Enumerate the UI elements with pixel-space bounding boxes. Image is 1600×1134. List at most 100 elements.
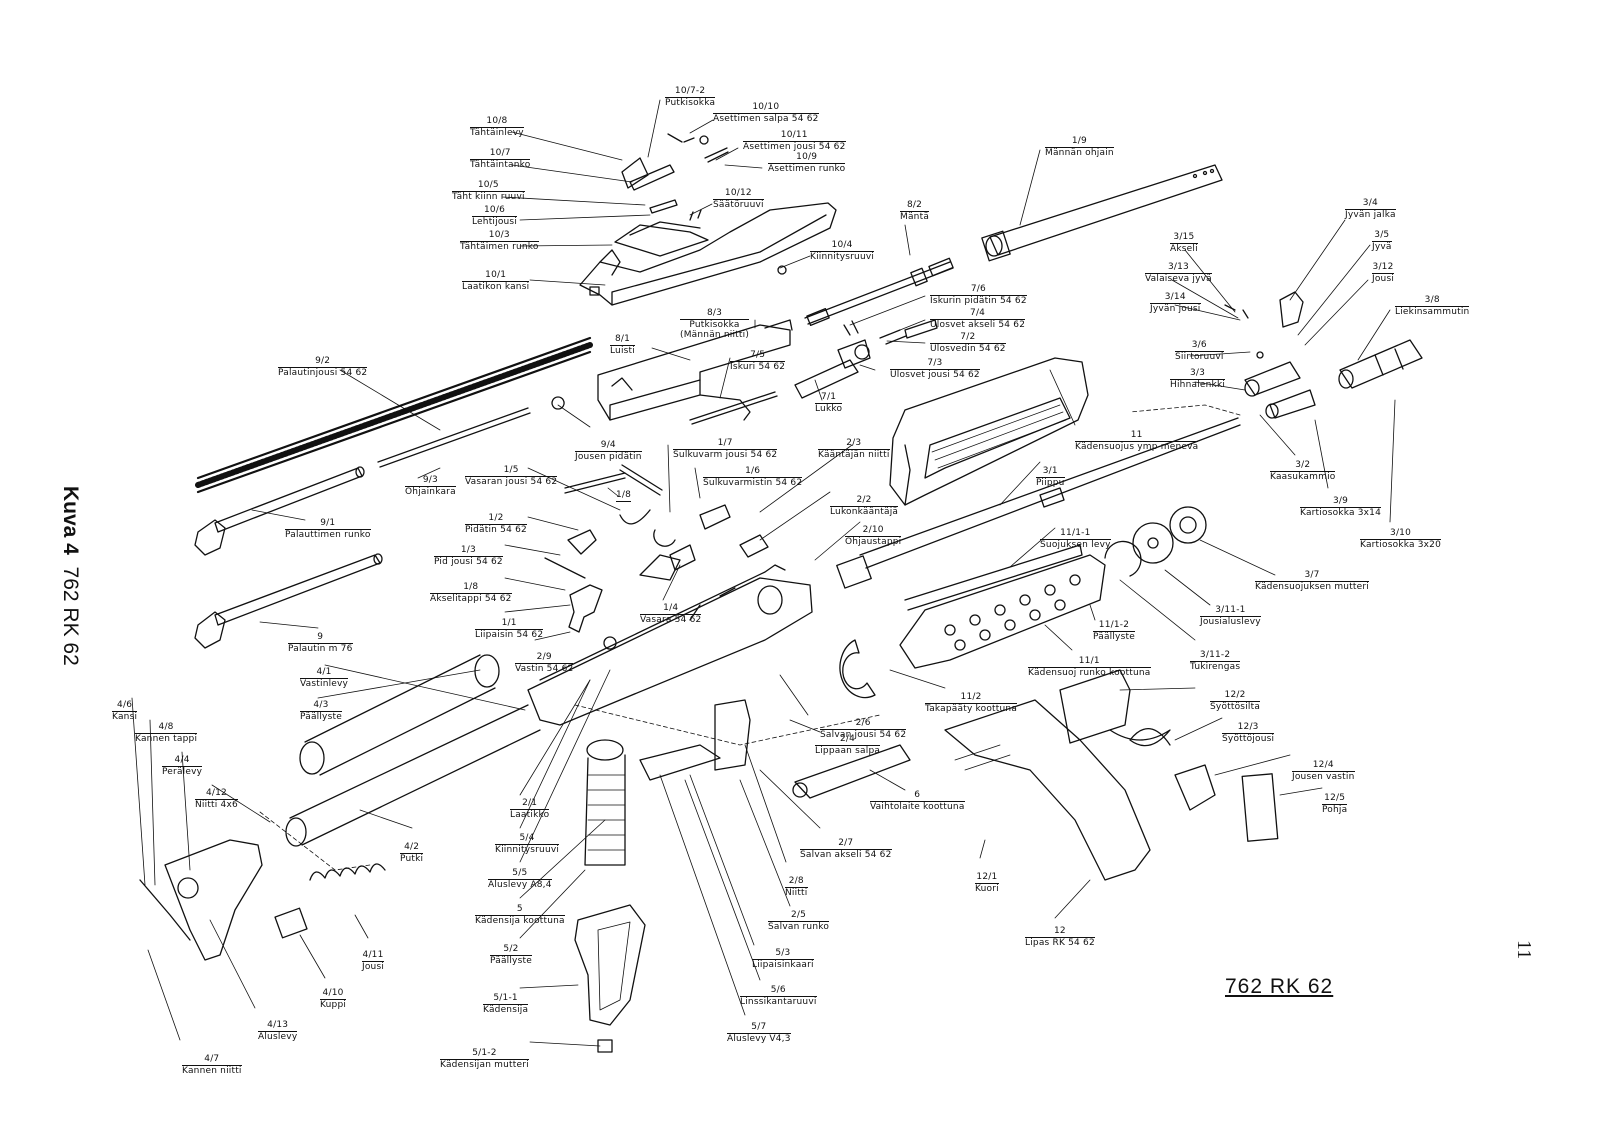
flash-suppressor-drawing <box>1338 339 1423 389</box>
recoil-assembly-m76-drawing <box>194 553 383 649</box>
page-number: 11 <box>1513 940 1535 960</box>
gas-block-drawing <box>1224 291 1316 419</box>
caption-model: 762 RK 62 <box>59 566 82 666</box>
handguard-lower-drawing <box>899 544 1106 669</box>
receiver-drawing <box>527 564 813 726</box>
bolt-drawing <box>794 320 871 399</box>
figure-caption: Kuva 4 762 RK 62 <box>58 486 82 666</box>
piston-drawing <box>804 257 954 327</box>
trigger-guard-drawing <box>639 744 721 781</box>
grip-drawing <box>574 904 646 1026</box>
mag-spring-drawing <box>1109 728 1171 747</box>
spring-retainer-drawing <box>551 396 565 410</box>
stock-drawing <box>285 654 541 847</box>
piston-guide-drawing <box>981 164 1223 262</box>
barrel-drawing <box>836 417 1241 589</box>
magazine-catch-drawing <box>714 699 911 799</box>
handguard-nut-drawing <box>1104 506 1207 577</box>
part-label: 1/8 <box>616 490 632 502</box>
end-piece-drawing <box>839 639 876 699</box>
firing-pin-drawing <box>689 391 778 425</box>
buffer-cup-drawing <box>274 907 308 939</box>
guide-rod-drawing <box>377 407 531 468</box>
buffer-spring-drawing <box>309 863 386 881</box>
pistol-grip-drawing <box>584 739 626 866</box>
floor-plate-drawing <box>1241 773 1279 842</box>
